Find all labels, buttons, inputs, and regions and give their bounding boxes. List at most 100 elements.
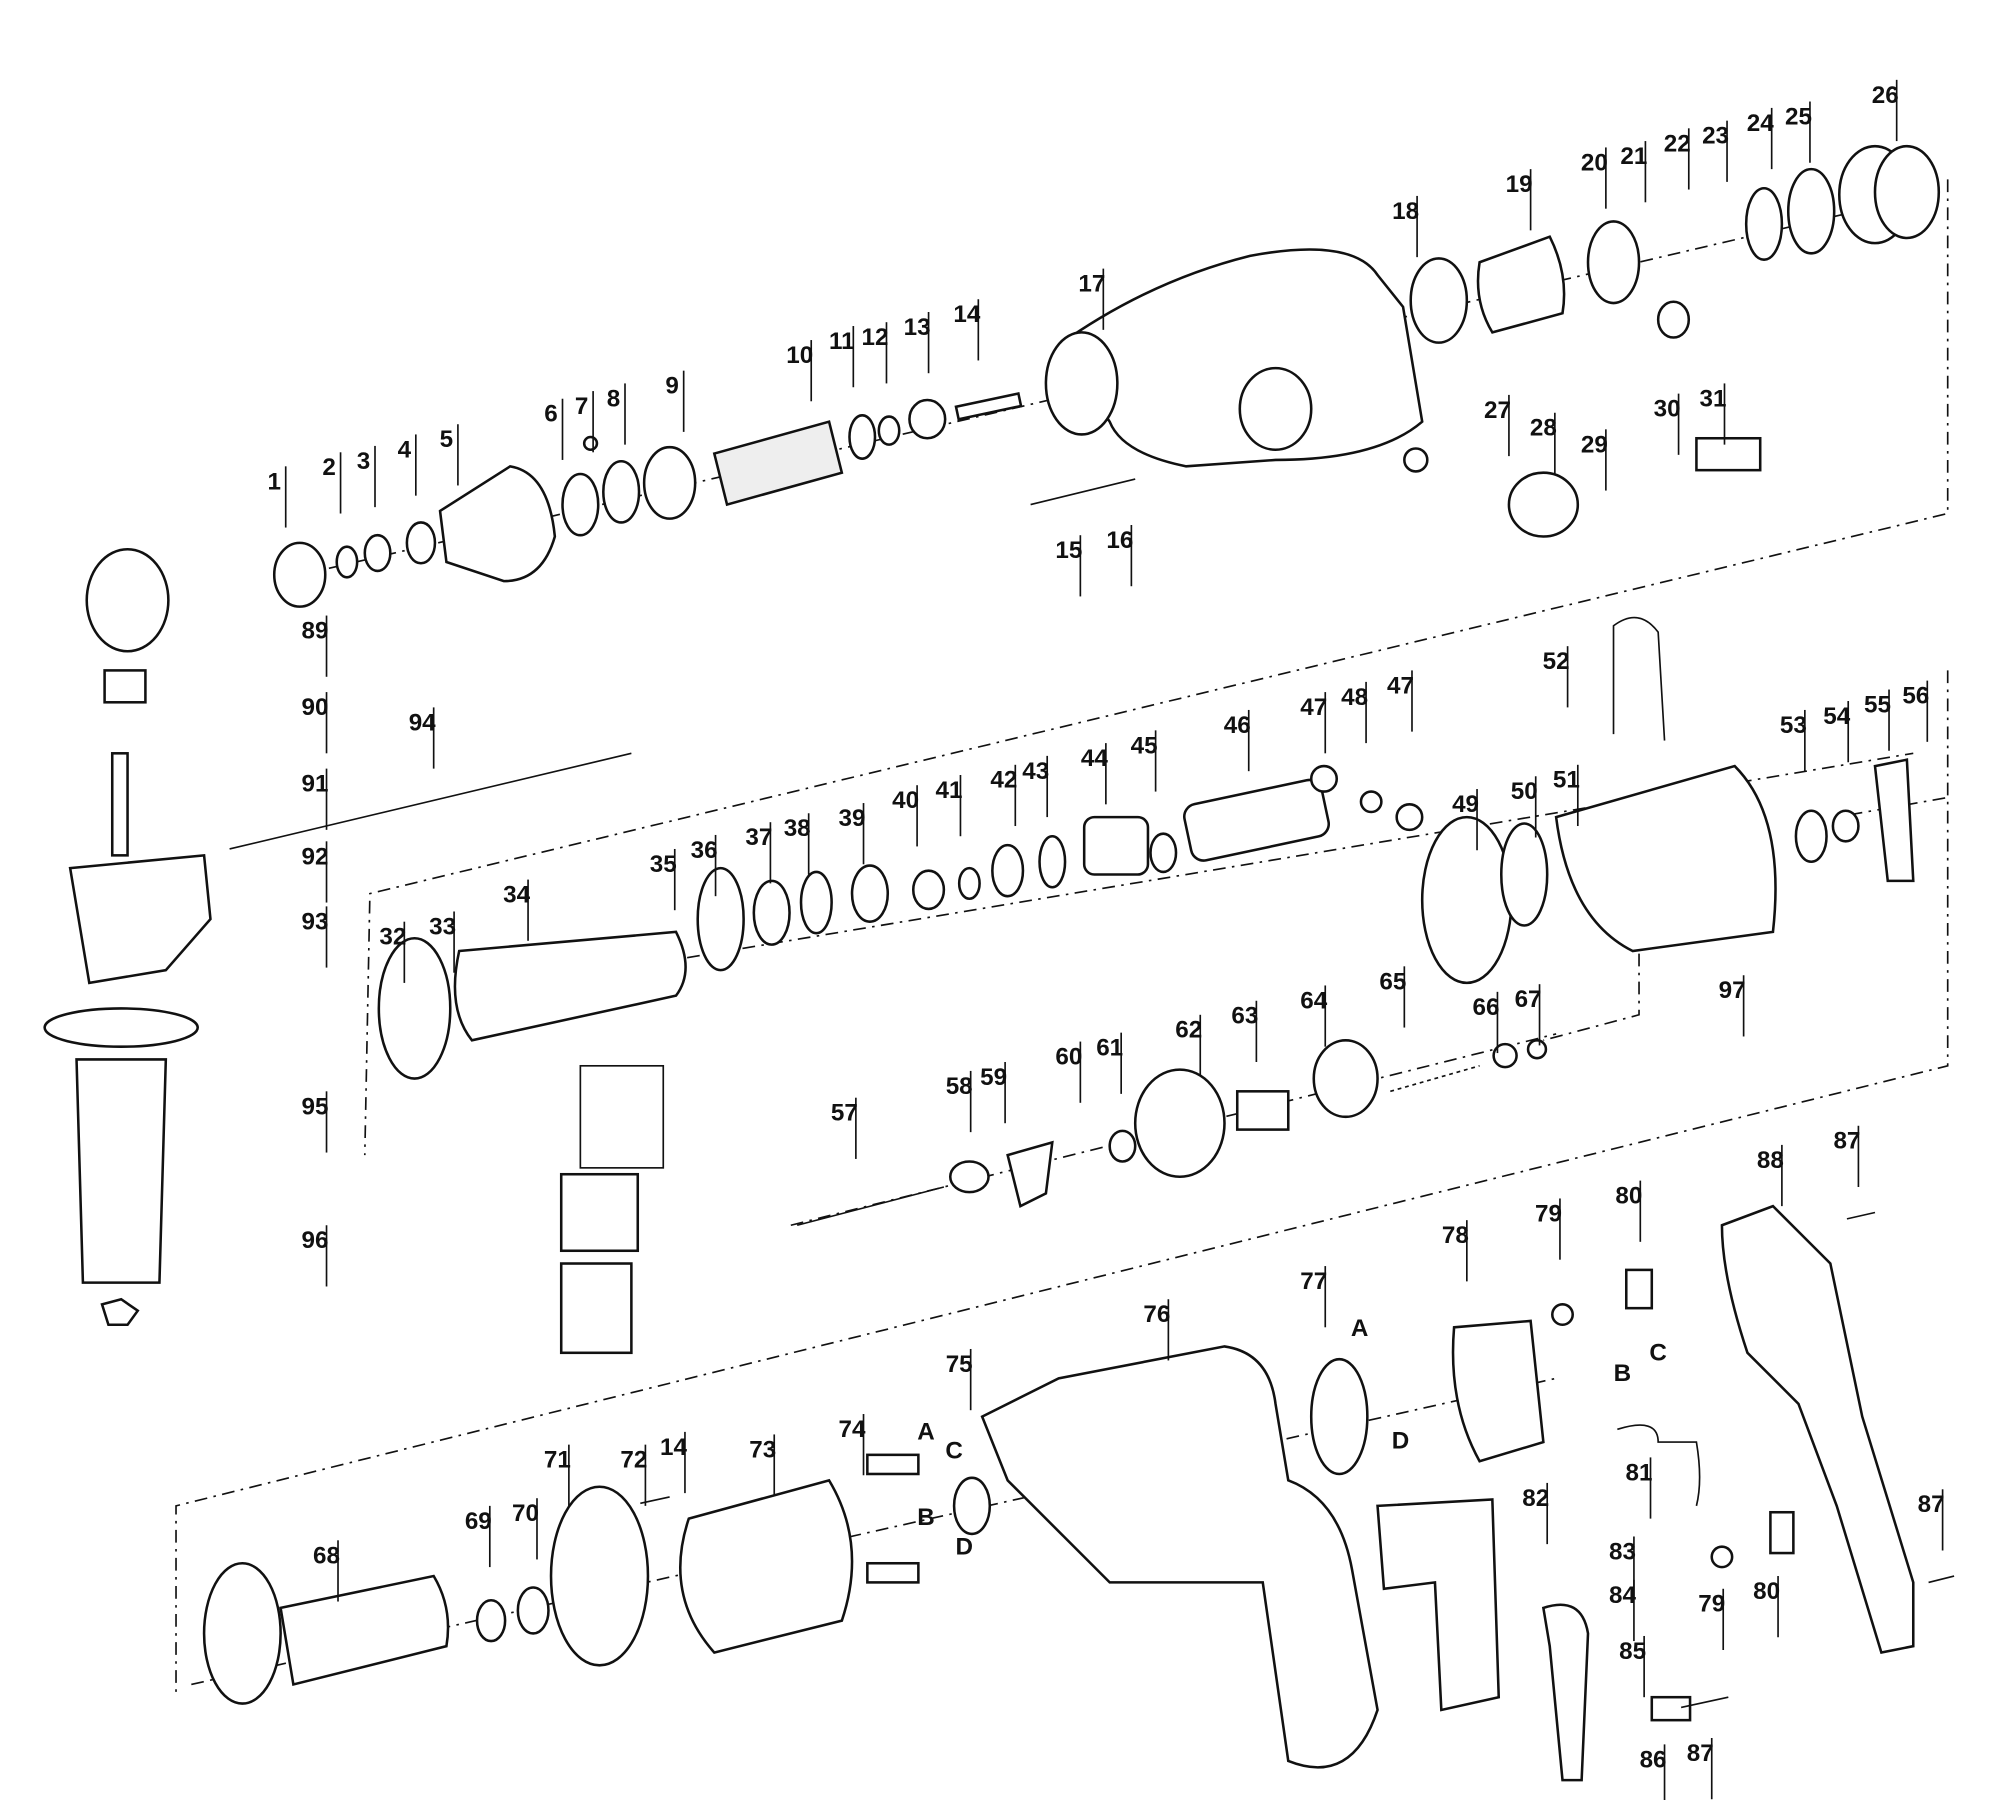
part-label-30: 30 xyxy=(1654,396,1681,423)
part-label-12: 12 xyxy=(862,324,889,351)
part-label-95: 95 xyxy=(302,1093,329,1120)
part-label-15: 15 xyxy=(1055,537,1082,564)
part-label-93: 93 xyxy=(302,908,329,935)
part-label-44: 44 xyxy=(1081,745,1108,772)
part-label-65: 65 xyxy=(1379,968,1406,995)
part-label-14: 14 xyxy=(953,301,980,328)
part-label-49: 49 xyxy=(1452,791,1479,818)
part-label-10: 10 xyxy=(786,342,813,369)
part-label-B: B xyxy=(1614,1360,1632,1387)
part-label-62: 62 xyxy=(1175,1017,1202,1044)
part-label-80: 80 xyxy=(1753,1578,1780,1605)
part-label-54: 54 xyxy=(1823,703,1850,730)
part-label-71: 71 xyxy=(544,1447,571,1474)
part-label-A: A xyxy=(917,1419,935,1446)
part-label-74: 74 xyxy=(839,1416,866,1443)
part-label-8: 8 xyxy=(607,385,620,412)
part-label-25: 25 xyxy=(1785,103,1812,130)
part-label-6: 6 xyxy=(544,401,557,428)
part-label-91: 91 xyxy=(302,771,329,798)
part-label-21: 21 xyxy=(1620,143,1647,170)
part-label-33: 33 xyxy=(429,913,456,940)
part-label-72: 72 xyxy=(620,1447,647,1474)
part-label-9: 9 xyxy=(665,373,678,400)
part-label-35: 35 xyxy=(650,851,677,878)
part-label-42: 42 xyxy=(990,767,1017,794)
part-label-23: 23 xyxy=(1702,123,1729,150)
part-label-81: 81 xyxy=(1626,1459,1653,1486)
part-label-D: D xyxy=(1392,1427,1410,1454)
part-label-4: 4 xyxy=(398,436,412,463)
part-label-86: 86 xyxy=(1640,1746,1667,1773)
part-label-52: 52 xyxy=(1543,648,1570,675)
part-label-26: 26 xyxy=(1872,82,1899,109)
part-label-61: 61 xyxy=(1096,1035,1123,1062)
part-label-97: 97 xyxy=(1719,977,1746,1004)
part-label-19: 19 xyxy=(1506,171,1533,198)
part-label-50: 50 xyxy=(1511,778,1538,805)
part-label-79: 79 xyxy=(1698,1591,1725,1618)
part-label-58: 58 xyxy=(946,1073,973,1100)
part-label-83: 83 xyxy=(1609,1538,1636,1565)
part-label-41: 41 xyxy=(936,777,963,804)
part-label-87: 87 xyxy=(1687,1740,1714,1767)
part-label-76: 76 xyxy=(1143,1301,1170,1328)
part-label-48: 48 xyxy=(1341,684,1368,711)
part-label-90: 90 xyxy=(302,694,329,721)
part-label-60: 60 xyxy=(1055,1044,1082,1071)
part-label-75: 75 xyxy=(946,1351,973,1378)
part-label-77: 77 xyxy=(1300,1268,1327,1295)
part-label-70: 70 xyxy=(512,1500,539,1527)
part-label-3: 3 xyxy=(357,448,370,475)
part-label-39: 39 xyxy=(839,805,866,832)
part-label-63: 63 xyxy=(1231,1003,1258,1030)
part-label-56: 56 xyxy=(1902,683,1929,710)
part-label-D: D xyxy=(956,1533,974,1560)
part-label-69: 69 xyxy=(465,1508,492,1535)
part-label-87: 87 xyxy=(1833,1128,1860,1155)
part-label-2: 2 xyxy=(322,454,335,481)
part-label-37: 37 xyxy=(745,824,772,851)
part-label-14: 14 xyxy=(660,1434,687,1461)
part-label-68: 68 xyxy=(313,1542,340,1569)
part-label-34: 34 xyxy=(503,882,530,909)
part-label-A: A xyxy=(1351,1315,1369,1342)
part-label-88: 88 xyxy=(1757,1147,1784,1174)
part-label-16: 16 xyxy=(1106,527,1133,554)
part-label-79: 79 xyxy=(1535,1200,1562,1227)
part-label-64: 64 xyxy=(1300,987,1327,1014)
part-label-80: 80 xyxy=(1615,1183,1642,1210)
part-label-20: 20 xyxy=(1581,149,1608,176)
part-label-40: 40 xyxy=(892,787,919,814)
part-1 xyxy=(272,541,327,608)
part-label-47: 47 xyxy=(1300,694,1327,721)
part-label-46: 46 xyxy=(1224,712,1251,739)
part-label-17: 17 xyxy=(1078,271,1105,298)
part-label-22: 22 xyxy=(1664,130,1691,157)
part-label-1: 1 xyxy=(267,468,280,495)
part-label-66: 66 xyxy=(1472,994,1499,1021)
part-label-78: 78 xyxy=(1442,1222,1469,1249)
part-label-32: 32 xyxy=(379,924,406,951)
part-label-92: 92 xyxy=(302,843,329,870)
part-label-36: 36 xyxy=(691,837,718,864)
part-label-B: B xyxy=(917,1504,935,1531)
part-label-28: 28 xyxy=(1530,415,1557,442)
part-label-87: 87 xyxy=(1918,1491,1945,1518)
part-label-5: 5 xyxy=(440,426,453,453)
part-label-31: 31 xyxy=(1700,385,1727,412)
part-label-C: C xyxy=(1649,1339,1667,1366)
part-label-38: 38 xyxy=(784,815,811,842)
part-label-47: 47 xyxy=(1387,672,1414,699)
part-label-55: 55 xyxy=(1864,691,1891,718)
part-label-29: 29 xyxy=(1581,431,1608,458)
part-label-84: 84 xyxy=(1609,1582,1636,1609)
part-label-73: 73 xyxy=(749,1436,776,1463)
part-label-27: 27 xyxy=(1484,397,1511,424)
part-label-96: 96 xyxy=(302,1227,329,1254)
part-label-C: C xyxy=(945,1438,963,1465)
part-label-82: 82 xyxy=(1522,1485,1549,1512)
